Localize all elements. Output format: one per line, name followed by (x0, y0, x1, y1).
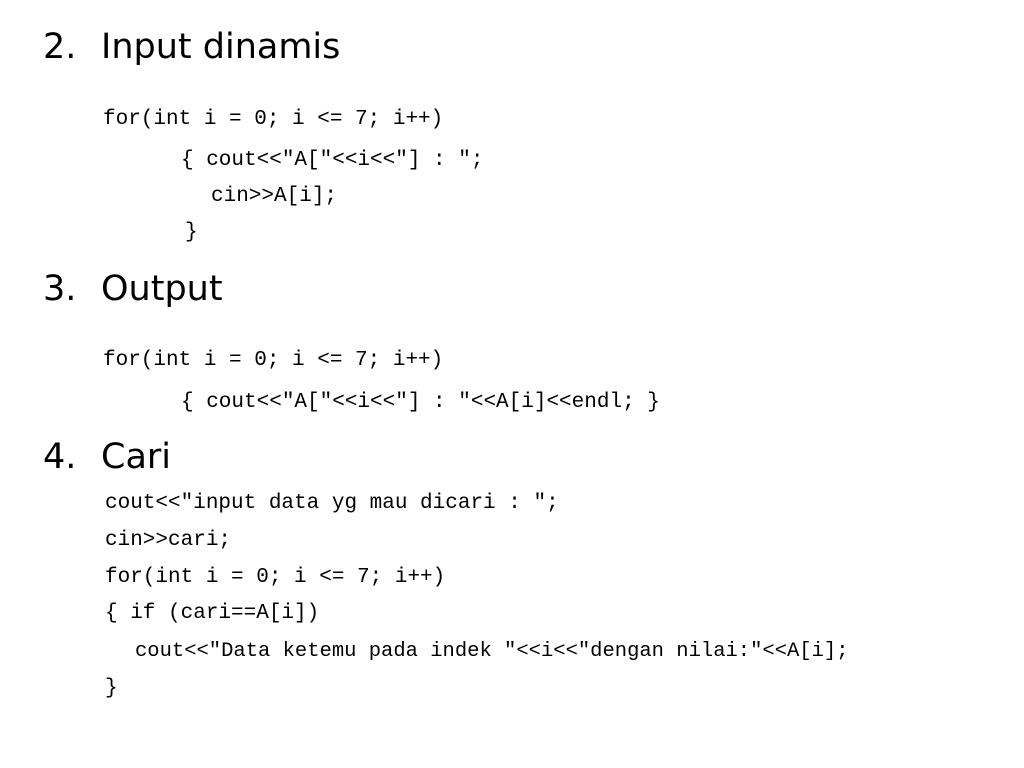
section-heading-cari: 4. Cari (43, 437, 171, 477)
code-line: { cout<<"A["<<i<<"] : "; (181, 149, 484, 172)
section-title: Input dinamis (101, 27, 341, 67)
section-number: 3. (43, 269, 77, 309)
code-line: } (105, 677, 118, 700)
code-line: for(int i = 0; i <= 7; i++) (105, 566, 446, 589)
code-line: cout<<"Data ketemu pada indek "<<i<<"den… (135, 640, 849, 663)
section-heading-output: 3. Output (43, 269, 223, 309)
section-number: 2. (43, 27, 77, 67)
code-line: cout<<"input data yg mau dicari : "; (105, 492, 559, 515)
code-line: for(int i = 0; i <= 7; i++) (103, 349, 444, 372)
code-line: { if (cari==A[i]) (105, 602, 320, 625)
code-line: cin>>cari; (105, 529, 232, 552)
section-title: Cari (101, 437, 171, 477)
section-title: Output (101, 269, 223, 309)
code-line: cin>>A[i]; (211, 185, 338, 208)
code-line: } (185, 221, 198, 244)
section-heading-input-dinamis: 2. Input dinamis (43, 27, 340, 67)
code-line: for(int i = 0; i <= 7; i++) (103, 108, 444, 131)
code-line: { cout<<"A["<<i<<"] : "<<A[i]<<endl; } (181, 391, 660, 414)
section-number: 4. (43, 437, 77, 477)
